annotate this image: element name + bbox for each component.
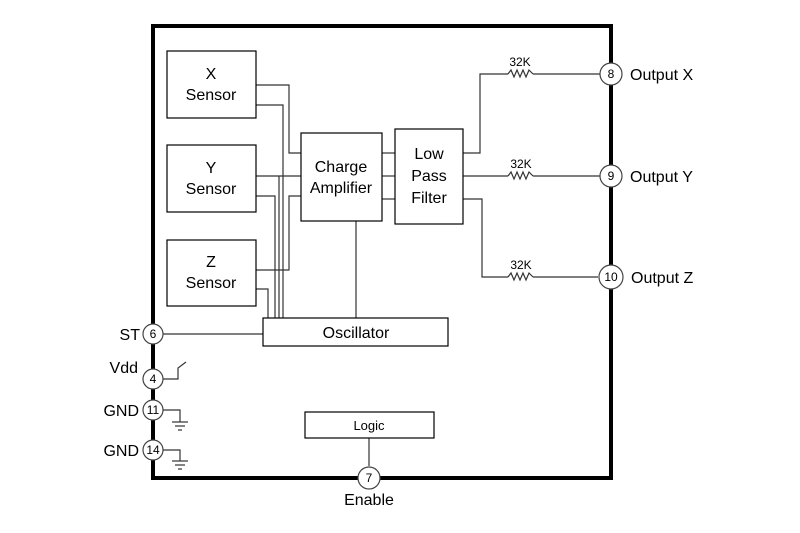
resistor-z-value: 32K [510,258,531,272]
svg-text:Oscillator: Oscillator [323,325,390,342]
svg-text:4: 4 [150,372,157,386]
resistor-x-symbol [507,68,534,79]
svg-text:6: 6 [150,327,157,341]
ground-symbol-2 [162,449,188,470]
svg-text:10: 10 [604,270,618,284]
pin-st: 6 ST [120,323,164,345]
svg-text:8: 8 [608,67,615,81]
pin-output-x: 8 Output X [599,62,693,86]
svg-text:Low: Low [414,146,444,163]
svg-text:Vdd: Vdd [110,360,138,377]
pin-enable: 7 Enable [344,466,394,509]
svg-text:Output Y: Output Y [630,169,693,186]
ground-symbol-1 [162,409,188,431]
pin-output-z: 10 Output Z [598,264,693,290]
resistor-y-value: 32K [510,157,531,171]
resistor-y-symbol [507,170,534,181]
svg-text:11: 11 [147,403,160,417]
low-pass-filter-block: Low Pass Filter [394,128,464,225]
x-sensor-block: X Sensor [166,50,257,119]
output-wires [463,73,600,278]
svg-text:9: 9 [608,169,615,183]
svg-text:Sensor: Sensor [186,87,237,104]
svg-text:Output X: Output X [630,67,693,84]
svg-text:Sensor: Sensor [186,275,237,292]
svg-text:Charge: Charge [315,159,368,176]
resistor-x-value: 32K [509,55,530,69]
svg-text:Amplifier: Amplifier [310,180,373,197]
svg-text:GND: GND [103,443,139,460]
pin-output-y: 9 Output Y [599,164,693,188]
chip-outline [151,24,613,480]
oscillator-block: Oscillator [262,317,449,347]
svg-text:7: 7 [366,471,373,485]
charge-amplifier-block: Charge Amplifier [300,132,383,222]
svg-text:Pass: Pass [411,168,447,185]
pin-gnd-14: 14 GND [103,439,164,461]
sensor-wires [256,84,301,318]
z-sensor-block: Z Sensor [166,239,257,307]
svg-text:X: X [206,66,217,83]
vdd-symbol [162,361,187,380]
svg-text:Output Z: Output Z [631,270,693,287]
svg-text:GND: GND [103,403,139,420]
logic-block: Logic [304,411,435,439]
svg-text:14: 14 [146,443,160,457]
resistor-z-symbol [507,271,534,282]
svg-text:Z: Z [206,254,216,271]
svg-text:Sensor: Sensor [186,181,237,198]
svg-text:Enable: Enable [344,492,394,509]
pin-vdd: 4 Vdd [110,360,164,390]
svg-text:ST: ST [120,327,141,344]
amp-filter-wires [355,152,395,318]
svg-text:Logic: Logic [353,418,385,433]
svg-text:Y: Y [206,160,217,177]
y-sensor-block: Y Sensor [166,144,257,213]
pin-gnd-11: 11 GND [103,399,164,421]
svg-text:Filter: Filter [411,190,447,207]
